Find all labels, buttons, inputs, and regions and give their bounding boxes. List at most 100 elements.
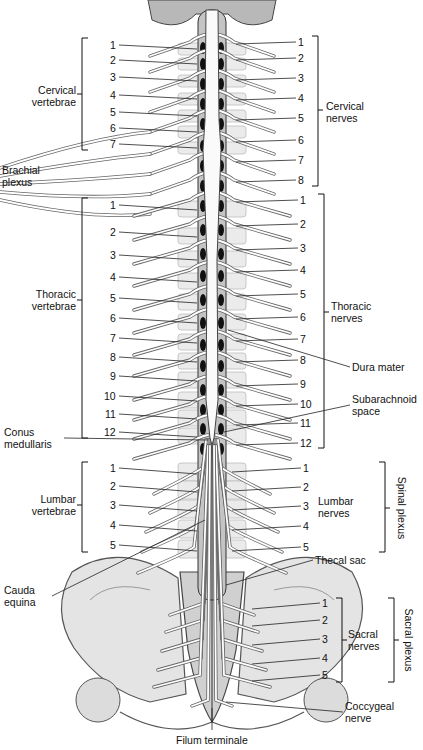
part-label: Subarachnoid space bbox=[352, 393, 422, 417]
callout-number: 6 bbox=[300, 311, 306, 323]
nerve bbox=[0, 200, 150, 215]
leader-line bbox=[212, 708, 213, 730]
nerve-outline bbox=[214, 446, 232, 706]
leader-line bbox=[119, 414, 197, 419]
callout-number: 5 bbox=[110, 106, 116, 118]
callout-number: 4 bbox=[298, 92, 304, 104]
nerve-outline bbox=[192, 446, 210, 706]
nerve-outline bbox=[134, 262, 208, 286]
leader-line bbox=[252, 603, 320, 609]
leader-line bbox=[252, 620, 320, 626]
callout-number: 6 bbox=[110, 312, 116, 324]
bracket bbox=[336, 598, 347, 682]
shadow-mark bbox=[218, 423, 224, 435]
bracket bbox=[388, 598, 399, 682]
nerve bbox=[216, 132, 274, 154]
callout-number: 8 bbox=[110, 351, 116, 363]
callout-number: 8 bbox=[298, 174, 304, 186]
nerve bbox=[216, 331, 290, 355]
callout-number: 12 bbox=[104, 426, 116, 438]
nerve bbox=[0, 192, 150, 197]
part-label: Brachial plexus bbox=[2, 164, 57, 188]
leader-line bbox=[236, 224, 298, 226]
callout-number: 3 bbox=[110, 71, 116, 83]
nerve-outline bbox=[150, 152, 208, 174]
callout-number: 7 bbox=[110, 138, 116, 150]
nerve bbox=[134, 352, 208, 376]
nerve bbox=[134, 240, 208, 264]
nerve-outline bbox=[134, 435, 208, 459]
shadow-mark bbox=[200, 317, 206, 329]
leader-line bbox=[232, 547, 301, 551]
leader-line bbox=[119, 45, 197, 49]
nerve bbox=[150, 70, 208, 92]
nerve bbox=[216, 262, 290, 286]
callout-number: 2 bbox=[298, 52, 304, 64]
nerve-outline bbox=[217, 440, 282, 552]
callout-number: 3 bbox=[110, 499, 116, 511]
nerve-outline bbox=[0, 200, 150, 215]
bracket bbox=[77, 462, 88, 552]
nerve bbox=[216, 415, 290, 439]
callout-number: 3 bbox=[300, 242, 306, 254]
nerve bbox=[216, 446, 270, 687]
callout-number: 10 bbox=[300, 398, 312, 410]
nerve-outline bbox=[154, 446, 208, 687]
nerve-outline bbox=[216, 70, 274, 92]
callout-number: 4 bbox=[110, 519, 116, 531]
nerve bbox=[134, 192, 208, 216]
leader-line bbox=[119, 376, 197, 381]
nerve-outline bbox=[216, 172, 274, 194]
nerve bbox=[154, 446, 208, 687]
callout-number: 3 bbox=[303, 500, 309, 512]
callout-number: 4 bbox=[110, 89, 116, 101]
callout-number: 2 bbox=[322, 614, 328, 626]
callout-number: 4 bbox=[322, 652, 328, 664]
shadow-mark bbox=[200, 423, 206, 435]
leader-line bbox=[236, 384, 298, 386]
callout-number: 7 bbox=[110, 332, 116, 344]
nerve bbox=[216, 90, 274, 112]
callout-number: 9 bbox=[110, 370, 116, 382]
nerve-outline bbox=[218, 440, 286, 573]
leader-line bbox=[119, 486, 197, 492]
leader-line bbox=[119, 277, 197, 282]
nerve bbox=[138, 440, 206, 573]
nerve-outline bbox=[216, 286, 290, 310]
callout-number: 10 bbox=[104, 390, 116, 402]
callout-number: 4 bbox=[300, 264, 306, 276]
leader-line bbox=[236, 58, 296, 60]
nerve bbox=[214, 446, 232, 706]
nerve-outline bbox=[216, 240, 290, 264]
nerve bbox=[134, 216, 208, 240]
leader-line bbox=[252, 639, 320, 645]
nerve-outline bbox=[216, 216, 290, 240]
nerve-outline bbox=[150, 70, 208, 92]
leader-line bbox=[119, 545, 197, 551]
callout-number: 2 bbox=[110, 480, 116, 492]
callout-number: 4 bbox=[303, 520, 309, 532]
nerve-outline bbox=[134, 192, 208, 216]
leader-line bbox=[119, 205, 197, 210]
leader-line bbox=[236, 404, 298, 406]
nerve-outline bbox=[216, 309, 290, 333]
nerve bbox=[150, 50, 208, 72]
leader-line bbox=[226, 702, 343, 712]
callout-number: 5 bbox=[300, 288, 306, 300]
callout-number: 8 bbox=[300, 354, 306, 366]
nerve bbox=[150, 172, 208, 194]
callout-number: 1 bbox=[300, 194, 306, 206]
bracket bbox=[379, 462, 390, 552]
leader-line bbox=[119, 232, 197, 237]
nerve-outline bbox=[216, 331, 290, 355]
nerve bbox=[216, 286, 290, 310]
pelvis-shading bbox=[90, 587, 150, 600]
nerve-outline bbox=[150, 110, 208, 132]
leader-line bbox=[119, 60, 197, 64]
leader-line bbox=[236, 42, 296, 44]
leader-line bbox=[119, 505, 197, 511]
nerve bbox=[218, 440, 286, 573]
nerve-outline bbox=[150, 132, 208, 154]
shadow-mark bbox=[200, 339, 206, 351]
bracket bbox=[77, 38, 88, 150]
